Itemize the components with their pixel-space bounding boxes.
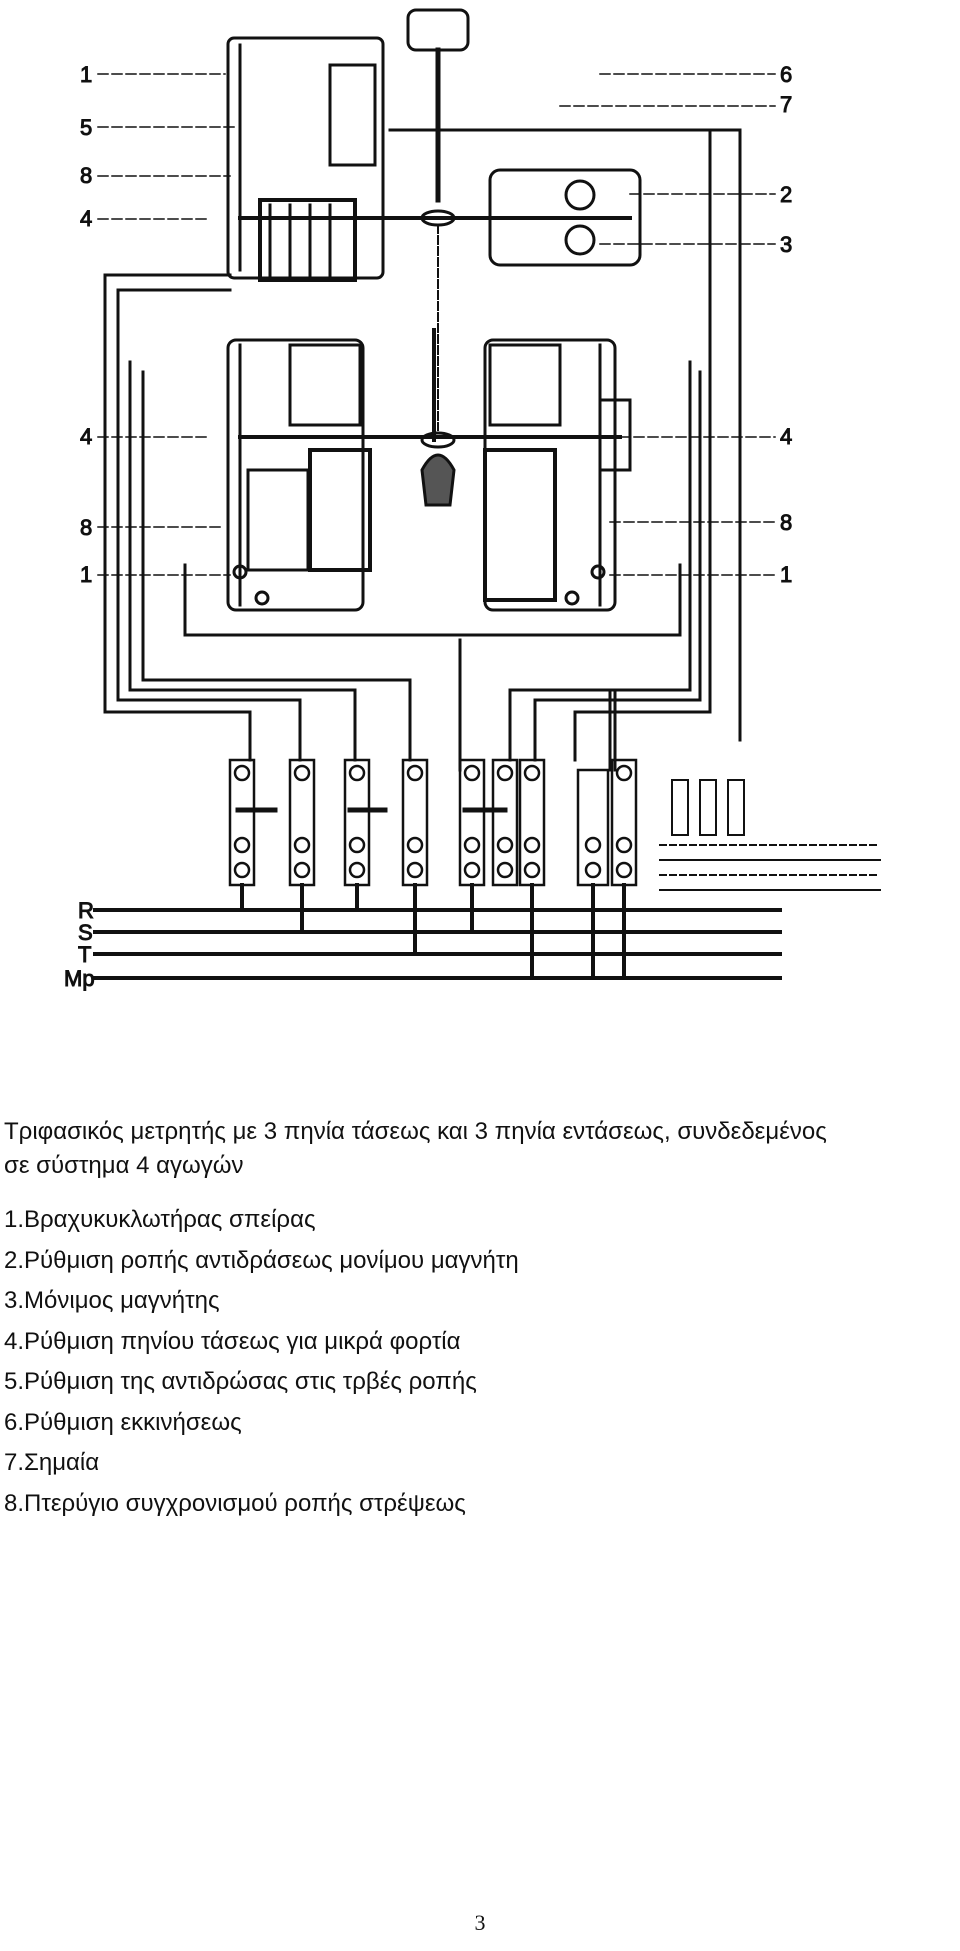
phase-lines xyxy=(93,883,782,980)
callout-right-5: 4 xyxy=(780,424,792,449)
phase-r-label: R xyxy=(78,898,94,923)
callout-left-2: 5 xyxy=(80,115,92,140)
meter-wiring-diagram: 1 5 8 4 4 8 1 6 7 2 3 4 8 1 xyxy=(64,8,881,992)
fuse-inset xyxy=(659,779,881,891)
lower-right-element xyxy=(418,338,632,612)
page-number: 3 xyxy=(474,1910,486,1935)
callout-left-7: 1 xyxy=(80,562,92,587)
callout-right-3: 2 xyxy=(780,182,792,207)
phase-labels: R S T Mp xyxy=(64,898,96,992)
legend-item-7: 7.Σημαία xyxy=(4,1449,100,1476)
callout-left-4: 4 xyxy=(80,206,92,231)
legend-item-6: 6.Ρύθμιση εκκινήσεως xyxy=(4,1408,242,1436)
figure-caption: Τριφασικός μετρητής με 3 πηνία τάσεως κα… xyxy=(4,1115,956,1183)
callout-right-7: 1 xyxy=(780,562,792,587)
legend-item-3: 3.Μόνιμος μαγνήτης xyxy=(4,1287,220,1314)
callout-left-3: 8 xyxy=(80,163,92,188)
callout-right-4: 3 xyxy=(780,232,792,257)
legend-item-4: 4.Ρύθμιση πηνίου τάσεως για μικρά φορτία xyxy=(4,1327,461,1355)
wiring xyxy=(103,128,742,772)
terminal-block xyxy=(228,758,638,887)
upper-measuring-element xyxy=(226,8,642,282)
legend-item-5: 5.Ρύθμιση της αντιδρώσας στις τρβές ροπή… xyxy=(4,1368,477,1395)
caption-line-1: Τριφασικός μετρητής με 3 πηνία τάσεως κα… xyxy=(4,1118,827,1145)
callouts-right: 6 7 2 3 4 8 1 xyxy=(780,62,793,588)
callout-right-2: 7 xyxy=(780,92,792,117)
legend-list: 1.Βραχυκυκλωτήρας σπείρας 2.Ρύθμιση ροπή… xyxy=(4,1200,956,1524)
callout-right-6: 8 xyxy=(780,510,792,535)
callout-right-1: 6 xyxy=(780,62,792,87)
callouts-left: 1 5 8 4 4 8 1 xyxy=(80,62,93,588)
legend-item-2: 2.Ρύθμιση ροπής αντιδράσεως μονίμου μαγν… xyxy=(4,1246,519,1274)
phase-mp-label: Mp xyxy=(64,966,95,991)
lower-left-element xyxy=(226,338,462,612)
callout-left-6: 8 xyxy=(80,515,92,540)
rotor-shaft xyxy=(420,224,456,507)
caption-line-2: σε σύστημα 4 αγωγών xyxy=(4,1152,244,1179)
phase-s-label: S xyxy=(78,920,93,945)
callout-left-1: 1 xyxy=(80,62,92,87)
legend-item-8: 8.Πτερύγιο συγχρονισμού ροπής στρέψεως xyxy=(4,1489,466,1517)
phase-t-label: T xyxy=(78,942,91,967)
legend-item-1: 1.Βραχυκυκλωτήρας σπείρας xyxy=(4,1206,316,1233)
callout-left-5: 4 xyxy=(80,424,92,449)
